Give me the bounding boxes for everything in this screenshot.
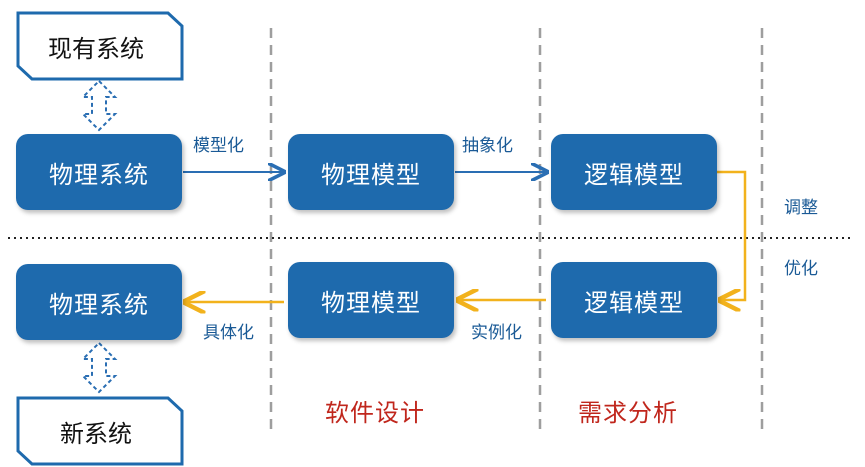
- physical-model-top-node: 物理模型: [288, 134, 454, 210]
- edge-label-concretization: 具体化: [203, 323, 254, 343]
- logical-model-top-node: 逻辑模型: [551, 134, 717, 210]
- arrow-adjust-optimize-loop: [717, 170, 747, 300]
- edge-label-instantiation: 实例化: [471, 323, 522, 343]
- existing-system-node: 现有系统: [16, 11, 184, 81]
- physical-system-bottom-node: 物理系统: [16, 264, 182, 340]
- double-arrow-bottom-icon: [80, 341, 118, 394]
- physical-model-bottom-node: 物理模型: [288, 262, 454, 338]
- existing-system-label: 现有系统: [48, 34, 144, 63]
- new-system-label: 新系统: [60, 419, 132, 448]
- section-label-requirements-analysis: 需求分析: [578, 399, 678, 427]
- edge-label-modeling: 模型化: [193, 136, 244, 156]
- side-label-optimize: 优化: [784, 259, 818, 279]
- double-arrow-top-icon: [80, 79, 118, 132]
- section-label-software-design: 软件设计: [325, 399, 425, 427]
- logical-model-bottom-node: 逻辑模型: [551, 262, 717, 338]
- document-shape-icon: [16, 396, 184, 466]
- edge-label-abstraction: 抽象化: [462, 136, 513, 156]
- new-system-node: 新系统: [16, 396, 184, 466]
- physical-system-top-node: 物理系统: [16, 134, 182, 210]
- document-shape-icon: [16, 11, 184, 81]
- side-label-adjust: 调整: [784, 198, 818, 218]
